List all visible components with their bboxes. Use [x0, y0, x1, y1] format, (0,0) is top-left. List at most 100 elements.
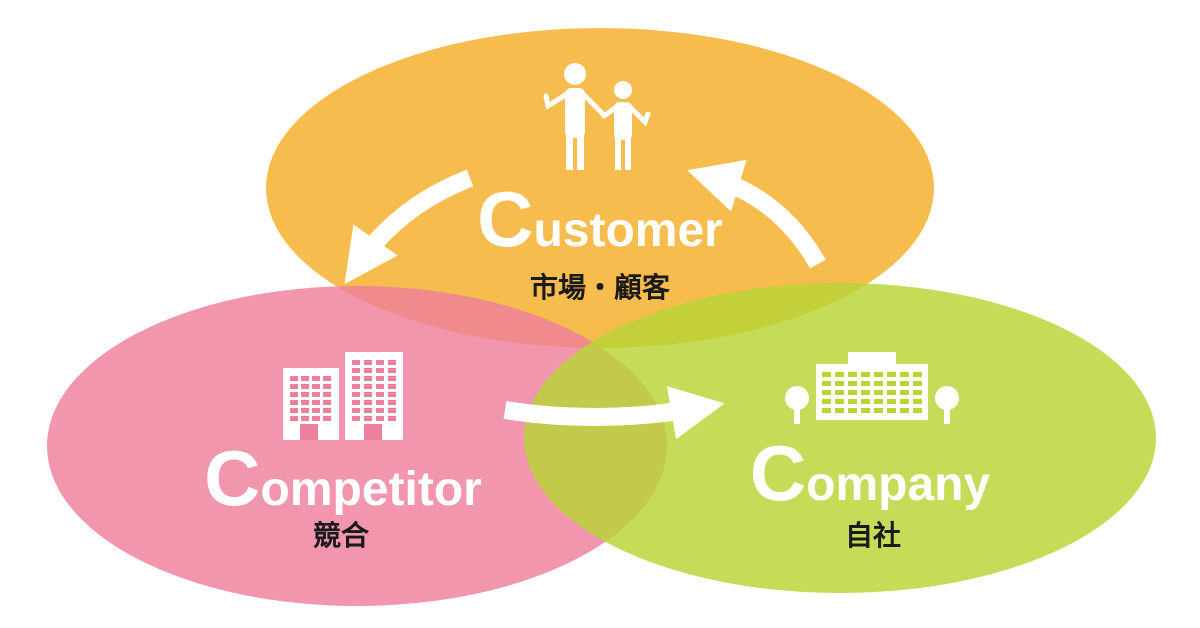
window [887, 372, 896, 377]
window [301, 392, 309, 397]
window [900, 390, 909, 395]
window [822, 381, 831, 386]
window [900, 399, 909, 404]
window [874, 408, 883, 413]
window [913, 408, 922, 413]
window [874, 399, 883, 404]
window [364, 384, 372, 389]
window [312, 408, 320, 413]
window [301, 384, 309, 389]
window [861, 390, 870, 395]
window [822, 408, 831, 413]
window [848, 408, 857, 413]
customer-sublabel: 市場・顧客 [530, 271, 671, 304]
window [352, 360, 360, 365]
window [301, 408, 309, 413]
window [913, 399, 922, 404]
window [352, 384, 360, 389]
window [874, 390, 883, 395]
window [835, 399, 844, 404]
window [290, 416, 298, 421]
window [835, 408, 844, 413]
window [352, 368, 360, 373]
window [388, 360, 396, 365]
customer-circle [266, 28, 934, 348]
window [352, 408, 360, 413]
window [376, 400, 384, 405]
window [301, 400, 309, 405]
window [352, 376, 360, 381]
arrow-company-to-customer [687, 159, 826, 269]
window [913, 381, 922, 386]
window [376, 416, 384, 421]
window [861, 408, 870, 413]
window [900, 372, 909, 377]
window [376, 376, 384, 381]
window [835, 372, 844, 377]
window [364, 392, 372, 397]
window [323, 408, 331, 413]
people-icon [543, 63, 651, 170]
arrow-customer-to-competitor [344, 169, 474, 285]
window [312, 400, 320, 405]
window [301, 376, 309, 381]
window [376, 408, 384, 413]
window [364, 400, 372, 405]
window [887, 390, 896, 395]
window [388, 416, 396, 421]
window [290, 376, 298, 381]
window [323, 376, 331, 381]
company-building-icon [785, 352, 959, 424]
window [312, 384, 320, 389]
window [364, 368, 372, 373]
window [887, 408, 896, 413]
window [835, 390, 844, 395]
window [290, 408, 298, 413]
window [887, 381, 896, 386]
window [388, 408, 396, 413]
window [822, 372, 831, 377]
competitor-circle [47, 286, 667, 606]
office-buildings-icon [283, 352, 403, 440]
window [900, 408, 909, 413]
window [848, 381, 857, 386]
window [887, 399, 896, 404]
company-label: Company [750, 429, 991, 517]
window [312, 416, 320, 421]
window [848, 390, 857, 395]
window [835, 381, 844, 386]
window [364, 408, 372, 413]
window [323, 416, 331, 421]
window [861, 372, 870, 377]
window [352, 400, 360, 405]
window [376, 384, 384, 389]
window [861, 399, 870, 404]
window [848, 372, 857, 377]
window [388, 392, 396, 397]
window [290, 384, 298, 389]
window [290, 392, 298, 397]
window [323, 400, 331, 405]
window [364, 416, 372, 421]
window [376, 360, 384, 365]
window [874, 381, 883, 386]
window [874, 372, 883, 377]
window [376, 392, 384, 397]
customer-label: Customer [477, 175, 723, 263]
window [301, 416, 309, 421]
window [861, 381, 870, 386]
window [388, 384, 396, 389]
window [364, 376, 372, 381]
window [900, 381, 909, 386]
company-sublabel: 自社 [845, 519, 901, 552]
competitor-label: Competitor [204, 434, 482, 522]
window [388, 376, 396, 381]
window [822, 399, 831, 404]
window [913, 372, 922, 377]
window [323, 392, 331, 397]
window [388, 368, 396, 373]
window [352, 392, 360, 397]
window [352, 416, 360, 421]
window [364, 360, 372, 365]
